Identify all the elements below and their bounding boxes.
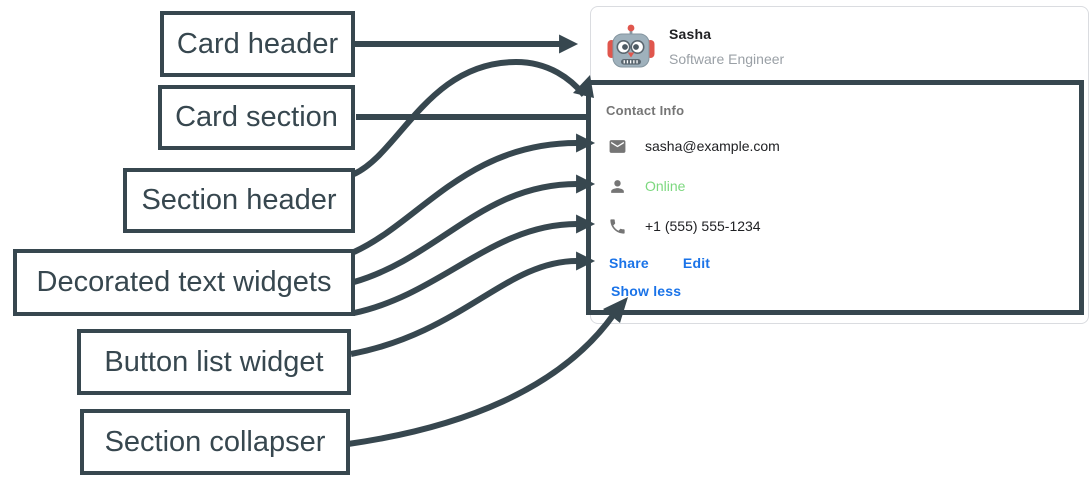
section-header-title: Contact Info <box>606 103 685 118</box>
label-decorated-text-widgets-text: Decorated text widgets <box>36 266 332 298</box>
label-section-header: Section header <box>123 168 355 233</box>
email-icon <box>608 137 627 156</box>
label-card-header: Card header <box>160 11 355 77</box>
decorated-text-status: Online <box>608 176 685 196</box>
edit-button[interactable]: Edit <box>682 255 711 271</box>
label-section-collapser: Section collapser <box>80 409 350 475</box>
section-header-arrow <box>352 58 587 177</box>
label-section-header-text: Section header <box>141 184 337 216</box>
status-text: Online <box>645 178 686 194</box>
decorated-text-email: sasha@example.com <box>608 136 780 156</box>
phone-icon <box>608 217 627 236</box>
decorated-text-phone: +1 (555) 555-1234 <box>608 216 761 236</box>
label-section-collapser-text: Section collapser <box>104 425 326 458</box>
section-collapser-arrow <box>347 312 617 447</box>
share-button[interactable]: Share <box>609 255 649 271</box>
button-list-arrow <box>350 251 596 357</box>
card-header-name: Sasha <box>669 26 712 42</box>
card-header-subtitle: Software Engineer <box>669 51 785 67</box>
label-card-section-text: Card section <box>175 101 338 133</box>
decorated-text-arrow-phone <box>353 214 596 316</box>
contact-card: Sasha Software Engineer Contact Info sas… <box>590 6 1089 324</box>
decorated-text-arrow-status <box>353 174 596 285</box>
label-card-section: Card section <box>158 85 355 150</box>
section-collapser-button[interactable]: Show less <box>611 283 682 299</box>
decorated-text-arrow-email <box>352 133 596 255</box>
label-decorated-text-widgets: Decorated text widgets <box>13 249 355 316</box>
button-list: Share Edit <box>609 255 710 271</box>
email-text: sasha@example.com <box>645 138 780 154</box>
label-card-header-text: Card header <box>176 27 339 60</box>
person-icon <box>608 177 627 196</box>
label-button-list-widget-text: Button list widget <box>104 345 324 378</box>
phone-text: +1 (555) 555-1234 <box>645 218 761 234</box>
robot-avatar-icon <box>607 23 655 71</box>
label-button-list-widget: Button list widget <box>77 329 351 395</box>
